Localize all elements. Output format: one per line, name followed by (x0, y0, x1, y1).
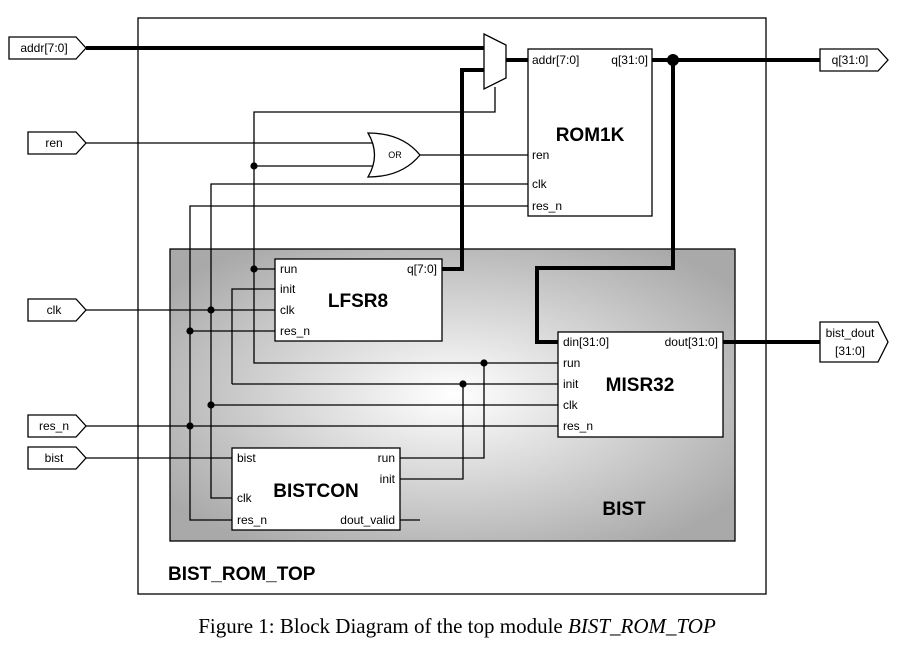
lfsr-pin-q: q[7:0] (407, 262, 437, 276)
rom-pin-addr: addr[7:0] (532, 53, 579, 67)
lfsr-pin-clk: clk (280, 303, 296, 317)
misr-pin-run: run (563, 356, 580, 370)
or-gate (366, 132, 421, 178)
block-diagram: OR addr[7:0] q[31:0] ROM1K ren clk res_n… (8, 17, 889, 595)
wire-lfsr-init (231, 288, 275, 384)
misr-pin-clk: clk (563, 398, 579, 412)
misr-pin-init: init (563, 377, 579, 391)
port-label-ren: ren (45, 136, 62, 150)
misr-pin-din: din[31:0] (563, 335, 609, 349)
rom-pin-q: q[31:0] (611, 53, 648, 67)
junction-dot (250, 162, 258, 170)
port-tag-ren (27, 131, 87, 155)
rom-title: ROM1K (556, 125, 625, 146)
bistcon-pin-run: run (378, 451, 395, 465)
port-tag-res-n (27, 414, 87, 438)
figure-caption: Figure 1: Block Diagram of the top modul… (0, 614, 914, 639)
misr-pin-res-n: res_n (563, 419, 593, 433)
port-label-bist: bist (45, 451, 64, 465)
junction-dot (207, 306, 215, 314)
rom-pin-ren: ren (532, 148, 549, 162)
lfsr-pin-init: init (280, 282, 296, 296)
misr-block (557, 331, 724, 438)
port-tag-bist (27, 446, 87, 470)
rom-block (527, 48, 653, 217)
port-tag-q (819, 48, 889, 72)
caption-prefix: Figure 1: Block Diagram of the top modul… (198, 614, 563, 638)
wire-rom-res-n (189, 205, 528, 521)
wire-misr-run (253, 268, 558, 364)
port-label-bist-dout-width: [31:0] (835, 344, 865, 358)
mux-block (483, 32, 507, 91)
port-label-clk: clk (47, 303, 63, 317)
lfsr-pin-run: run (280, 262, 297, 276)
bistcon-pin-res-n: res_n (237, 513, 267, 527)
wire-lfsr-q-bus (442, 68, 484, 271)
lfsr-title: LFSR8 (328, 291, 388, 312)
caption-module-name: BIST_ROM_TOP (568, 614, 716, 638)
junction-dot (186, 327, 194, 335)
junction-dot (186, 422, 194, 430)
wire-mux-select (253, 87, 496, 268)
bistcon-pin-init: init (380, 472, 396, 486)
wire-misr-din-bus (535, 60, 675, 344)
wire-bistcon-run (400, 363, 485, 459)
junction-dot (250, 265, 258, 273)
junction-dot (667, 54, 679, 66)
port-tag-addr (8, 36, 87, 60)
bistcon-block (231, 447, 401, 531)
bistcon-pin-bist: bist (237, 451, 256, 465)
rom-pin-res-n: res_n (532, 199, 562, 213)
rom-pin-clk: clk (532, 177, 548, 191)
wire-rom-clk (210, 183, 528, 499)
misr-pin-dout: dout[31:0] (665, 335, 718, 349)
port-label-addr: addr[7:0] (20, 41, 67, 55)
port-label-bist-dout: bist_dout (826, 326, 875, 340)
wires (86, 46, 820, 521)
misr-title: MISR32 (606, 375, 675, 396)
bistcon-title: BISTCON (273, 481, 359, 502)
port-label-res-n: res_n (39, 419, 69, 433)
or-gate-label: OR (388, 150, 402, 160)
junction-dot (207, 401, 215, 409)
top-module-label: BIST_ROM_TOP (168, 564, 316, 585)
lfsr-block (274, 258, 443, 342)
bistcon-pin-dout-valid: dout_valid (340, 513, 395, 527)
lfsr-pin-res-n: res_n (280, 324, 310, 338)
bistcon-pin-clk: clk (237, 491, 253, 505)
port-label-q: q[31:0] (832, 53, 869, 67)
bist-region-label: BIST (602, 499, 646, 520)
junction-dot (480, 359, 488, 367)
junction-dot (459, 380, 467, 388)
junctions (186, 54, 679, 430)
port-tag-clk (27, 298, 87, 322)
port-tag-bist-dout (819, 321, 889, 363)
wire-bistcon-init (400, 384, 464, 480)
